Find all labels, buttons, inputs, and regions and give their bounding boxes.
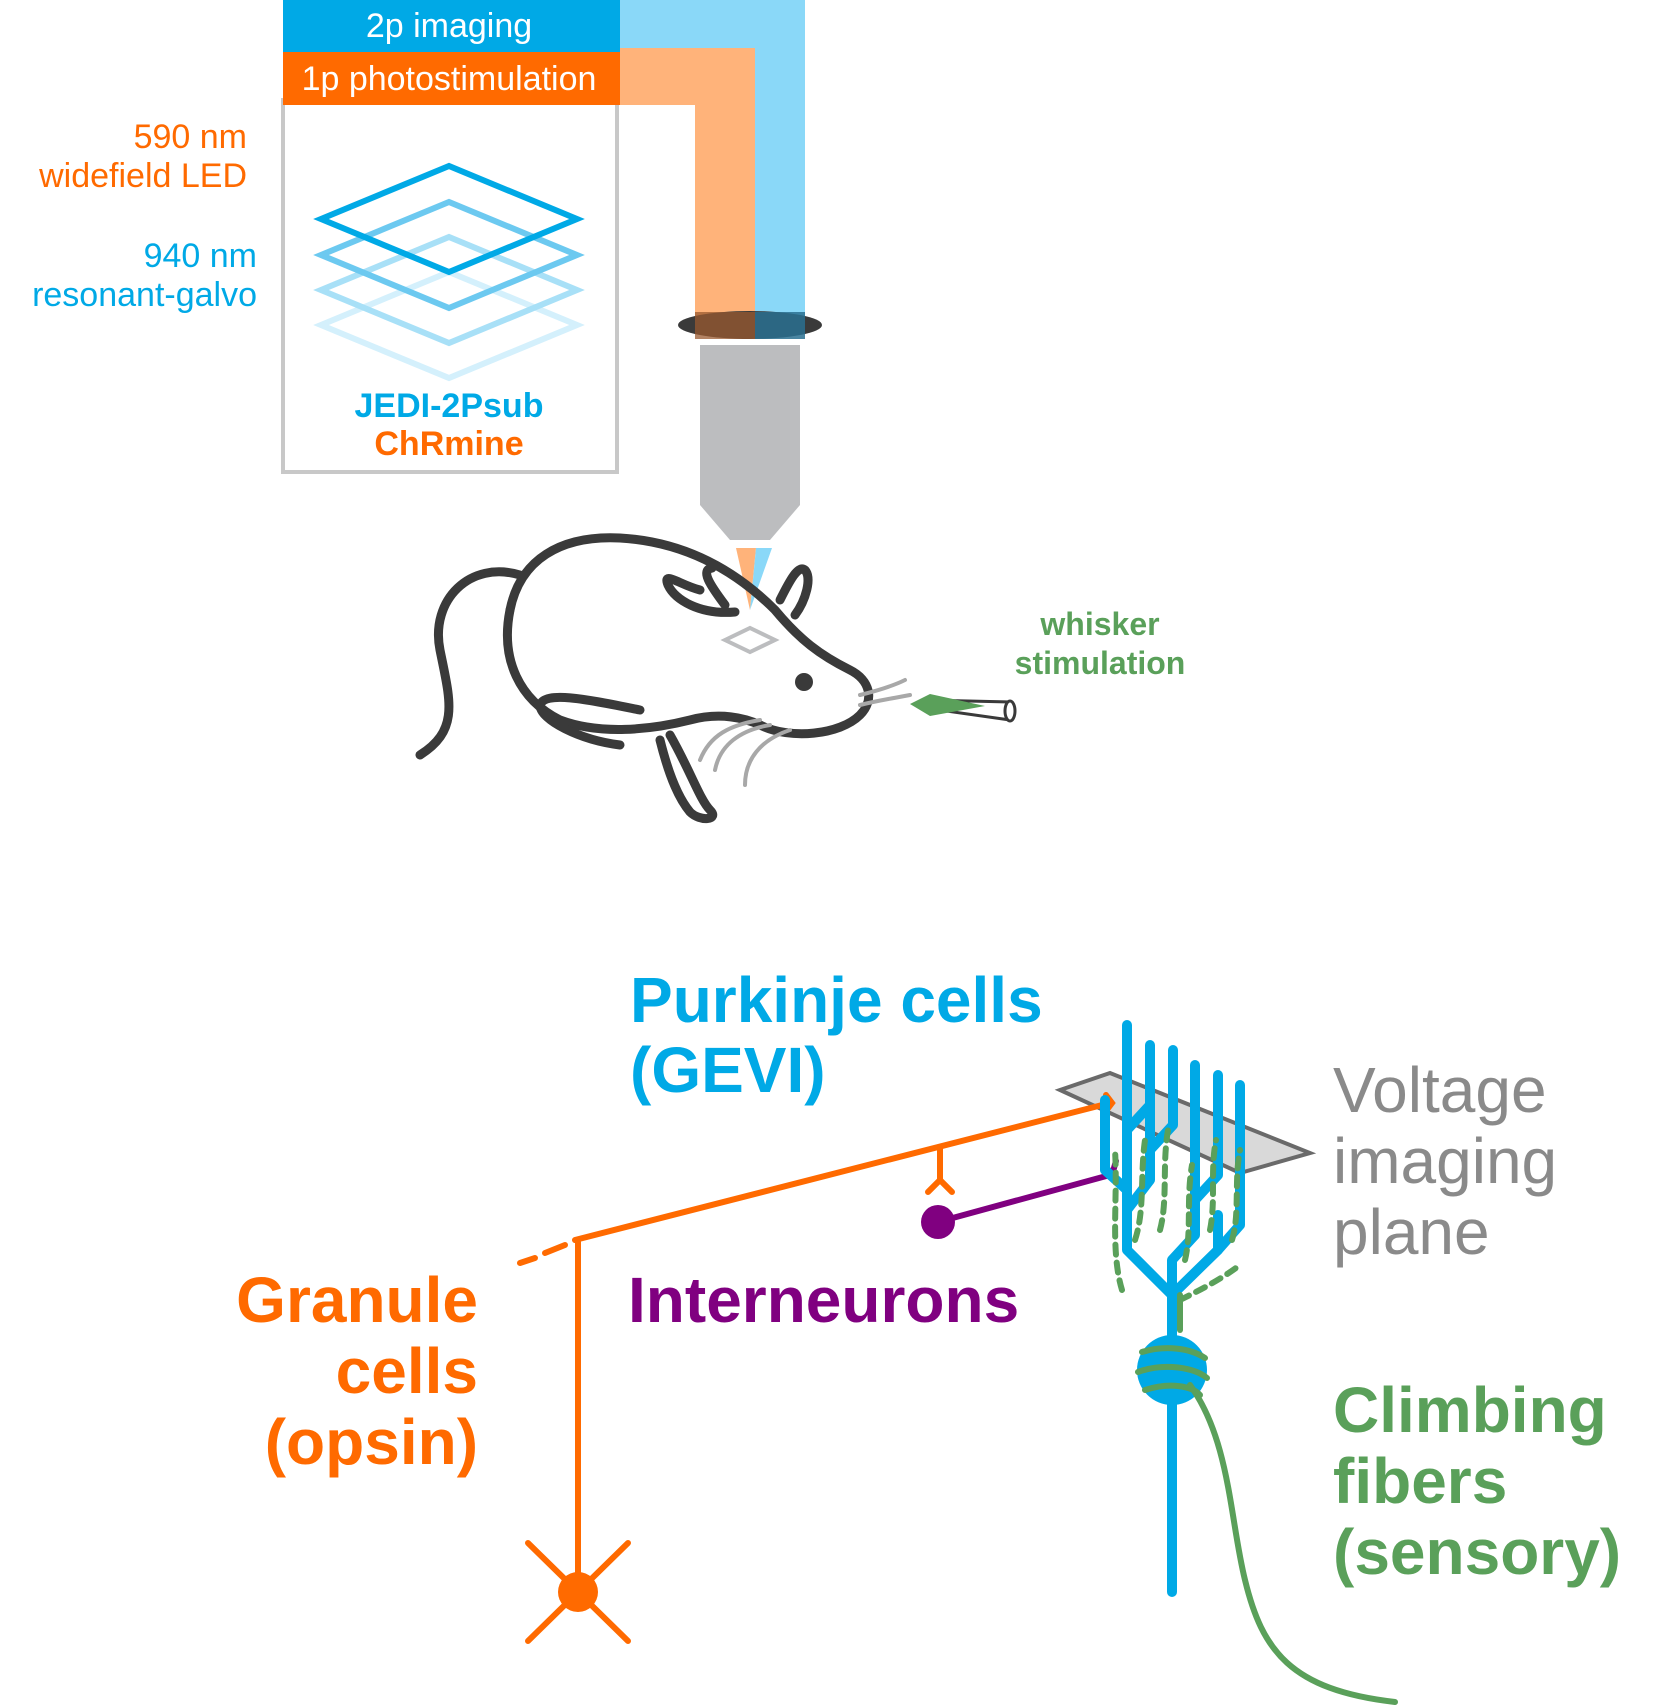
- blue-beam-vertical: [755, 0, 805, 320]
- purkinje-label-line1: Purkinje cells: [630, 964, 1043, 1036]
- climbing-fiber-vine-5: [1229, 1147, 1243, 1243]
- whisker-1: [858, 678, 907, 697]
- ring-orange-overlay: [695, 312, 755, 339]
- granule-label-line3: (opsin): [265, 1406, 478, 1478]
- granule-label-line2: cells: [336, 1335, 478, 1407]
- climbing-fiber-vine-3: [1182, 1162, 1195, 1263]
- imaging-bar: [283, 0, 620, 52]
- synapse-to-interneuron: [925, 1175, 955, 1195]
- mouse-back-ear: [702, 563, 730, 610]
- orange-cone: [736, 548, 756, 610]
- granule-label-line1: Granule: [236, 1264, 478, 1336]
- voltage-plane-label-line3: plane: [1333, 1196, 1490, 1268]
- interneuron-soma: [921, 1205, 955, 1239]
- galvo-label-line2: resonant-galvo: [32, 276, 257, 314]
- led-label-line2: widefield LED: [38, 157, 247, 195]
- objective-lens: [678, 311, 822, 610]
- purkinje-branch-6: [1100, 1095, 1132, 1195]
- orange-beam-path: [620, 48, 755, 320]
- indicator-label: JEDI-2Psub: [355, 387, 544, 425]
- galvo-label-line1: 940 nm: [144, 237, 257, 275]
- mouse-belly: [502, 605, 765, 734]
- purkinje-cell: [1100, 1020, 1245, 1597]
- imaging-bar-label: 2p imaging: [366, 7, 532, 45]
- whisker-stimulator: [910, 694, 1017, 723]
- whiskers: [698, 678, 912, 787]
- air-puff: [910, 694, 985, 716]
- whisker-2: [858, 693, 912, 707]
- interneuron: [921, 1158, 1119, 1239]
- mouse-ear-inner: [775, 564, 813, 620]
- whisker-5: [698, 718, 762, 762]
- whisker-3: [713, 723, 772, 772]
- voltage-imaging-plane: [1054, 1070, 1317, 1176]
- imaging-plane-1: [313, 162, 585, 276]
- whisker-label-line2: stimulation: [1015, 645, 1186, 681]
- mouse-ear-outer: [662, 574, 740, 617]
- climbing-fiber-vine-2: [1157, 1127, 1171, 1233]
- climbing-label-line2: fibers: [1333, 1445, 1507, 1517]
- purkinje-main-left: [1122, 1020, 1177, 1300]
- granule-cell-soma: [558, 1572, 598, 1612]
- parallel-fiber-dash-2: [542, 1242, 568, 1256]
- photostim-bar-label: 1p photostimulation: [302, 60, 597, 98]
- mouse-back: [505, 533, 874, 739]
- purkinje-branch-4: [1167, 1060, 1200, 1300]
- photostim-bar: [283, 52, 620, 105]
- climbing-fiber-axon: [1187, 1382, 1398, 1705]
- interneuron-axon: [935, 1172, 1113, 1225]
- parallel-fiber-dash-1: [517, 1255, 538, 1266]
- purkinje-branch-3: [1145, 1045, 1178, 1155]
- led-label-line1: 590 nm: [134, 118, 247, 156]
- imaging-plane-2: [313, 198, 585, 312]
- mouse-tail: [415, 567, 525, 760]
- microscope-setup: 2p imaging 1p photostimulation JEDI-2Psu…: [32, 0, 822, 610]
- mouse-illustration: [415, 533, 874, 823]
- parallel-fiber: [572, 1100, 1113, 1243]
- climbing-fiber-vine-4: [1207, 1137, 1219, 1233]
- imaging-plane-3: [313, 233, 585, 347]
- climbing-fiber-wrap-1: [1139, 1345, 1208, 1361]
- purkinje-main-right: [1167, 1080, 1245, 1300]
- climbing-label-line3: (sensory): [1333, 1516, 1621, 1588]
- whisker-label-line1: whisker: [1039, 606, 1159, 642]
- climbing-fiber-vine-base: [1177, 1262, 1243, 1303]
- objective-body: [700, 345, 800, 540]
- mouse-hind-leg: [535, 692, 645, 750]
- stimulator-opening: [1003, 699, 1017, 723]
- climbing-fiber-vine-left: [1112, 1147, 1125, 1293]
- mouse-front-leg: [655, 730, 717, 823]
- whisker-4: [743, 728, 792, 787]
- purkinje-branch-2: [1122, 1100, 1155, 1135]
- purkinje-branch-5: [1190, 1070, 1223, 1205]
- climbing-fiber: [1112, 1127, 1398, 1705]
- opsin-label: ChRmine: [374, 425, 523, 463]
- imaging-plane-stack: [313, 162, 585, 382]
- imaging-plane-4: [313, 268, 585, 382]
- interneurons-label: Interneurons: [628, 1264, 1019, 1336]
- granule-cell-circuit: [517, 1092, 1116, 1644]
- climbing-label-line1: Climbing: [1333, 1374, 1607, 1446]
- ring-blue-overlay: [755, 312, 805, 339]
- mouse-eye: [795, 673, 813, 691]
- climbing-fiber-vine-1: [1132, 1137, 1148, 1243]
- purkinje-branch-1: [1122, 1040, 1155, 1215]
- purkinje-label-line2: (GEVI): [630, 1034, 826, 1106]
- climbing-fiber-wrap-3: [1142, 1382, 1203, 1398]
- voltage-plane-label-line1: Voltage: [1333, 1054, 1547, 1126]
- cranial-window: [720, 625, 780, 655]
- voltage-plane-label-line2: imaging: [1333, 1125, 1557, 1197]
- climbing-fiber-wrap-2: [1135, 1363, 1210, 1381]
